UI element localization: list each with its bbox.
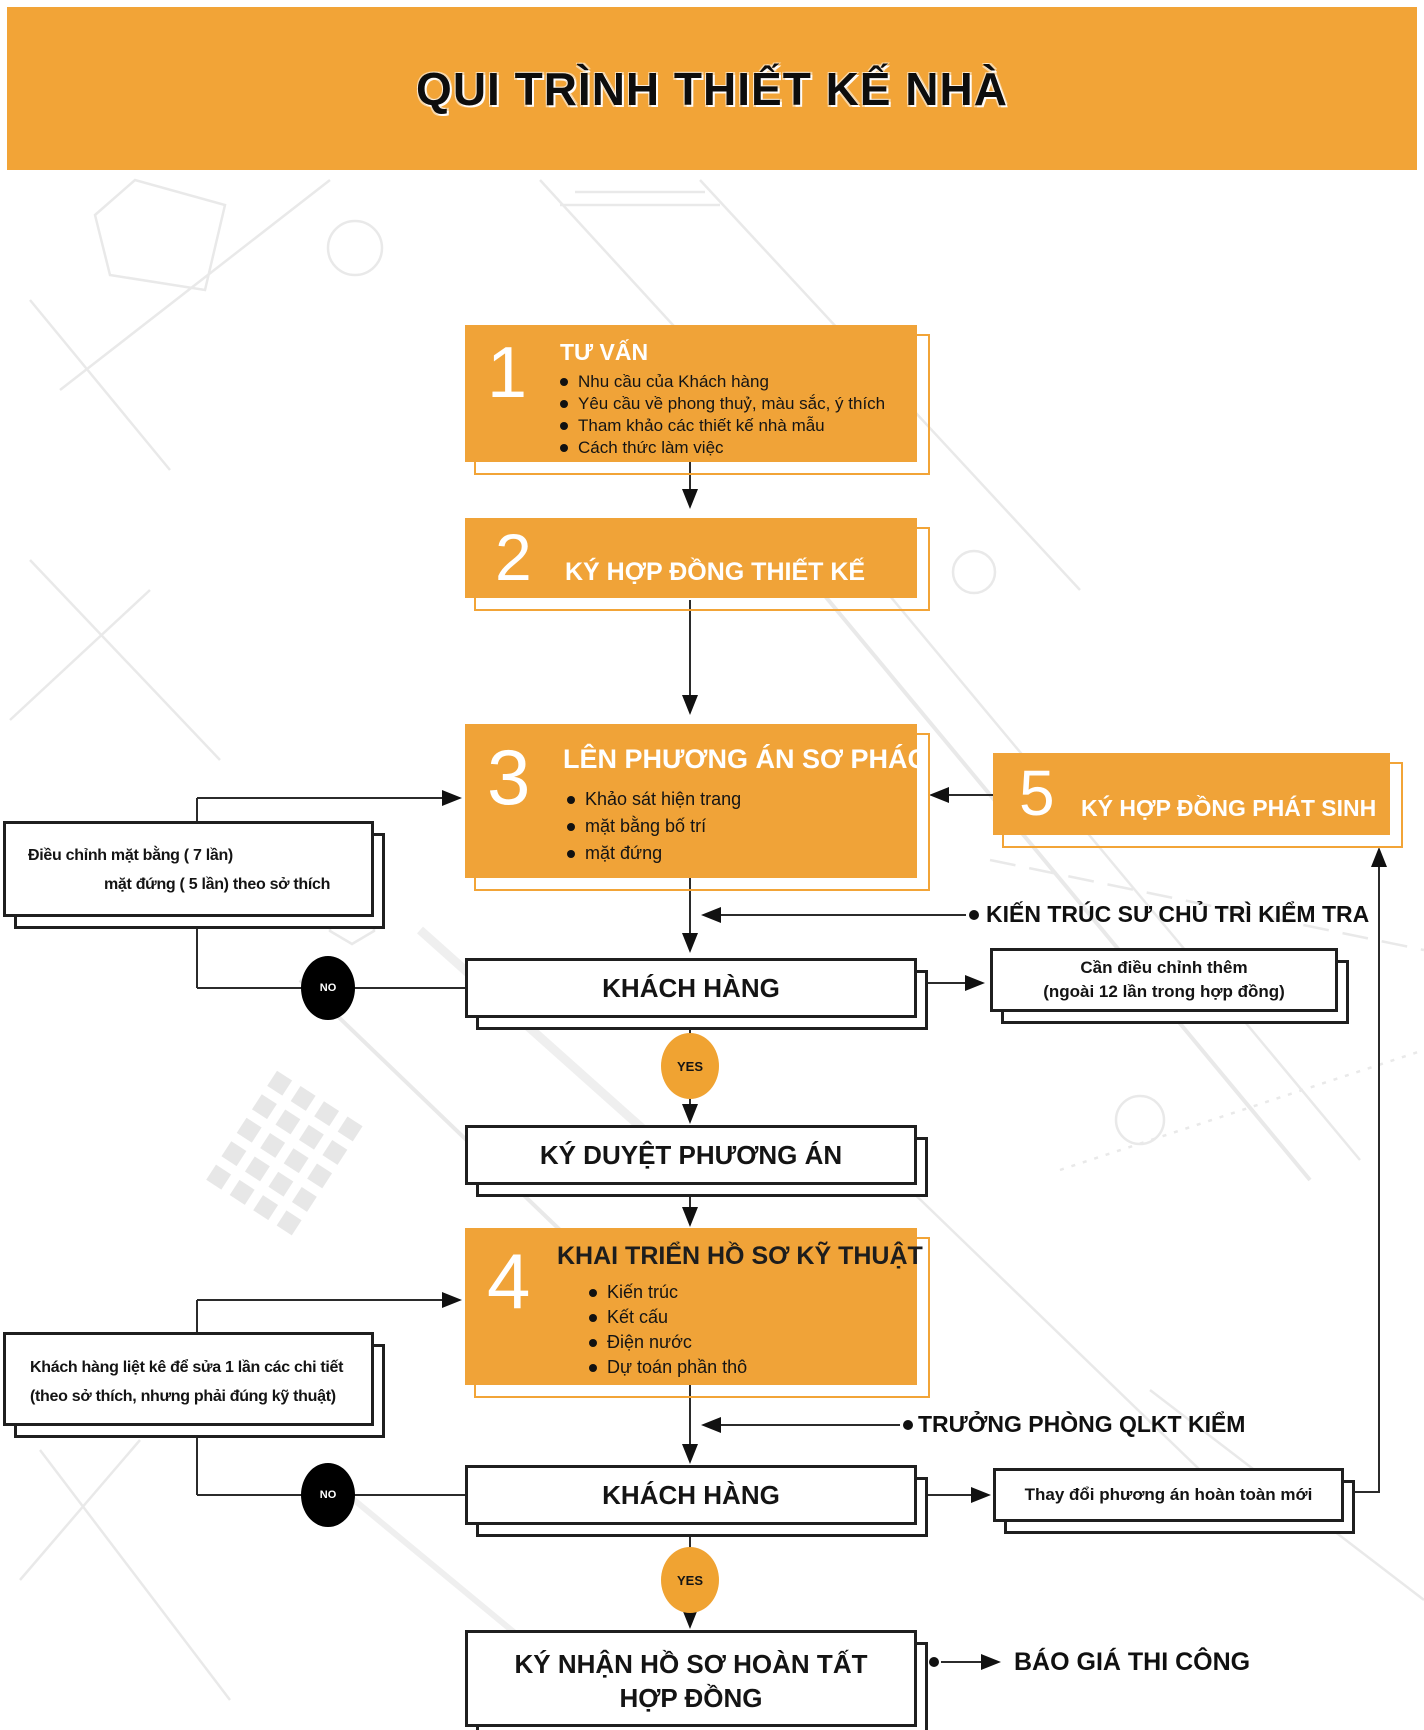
step-1-bullets: Nhu cầu của Khách hàng Yêu cầu về phong … [560, 371, 885, 459]
customer-1-box: KHÁCH HÀNG [465, 958, 928, 1030]
step-1-title: TƯ VẤN [560, 339, 649, 365]
bullet-icon [560, 444, 568, 452]
bullet-icon [589, 1363, 597, 1372]
step-3-bullet: mặt bằng bố trí [585, 816, 707, 836]
step-5-title: KÝ HỢP ĐỒNG PHÁT SINH [1081, 795, 1377, 821]
step-1-bullet: Nhu cầu của Khách hàng [578, 372, 769, 391]
step-4-box: 4 KHAI TRIỂN HỒ SƠ KỸ THUẬT Kiến trúc Kế… [465, 1228, 930, 1398]
bullet-icon [560, 422, 568, 430]
quote-label: BÁO GIÁ THI CÔNG [1014, 1648, 1251, 1676]
step-3-number: 3 [487, 733, 531, 821]
bullet-icon [589, 1313, 597, 1322]
arrow-change-step5 [1344, 847, 1387, 1493]
page-title: QUI TRÌNH THIẾT KẾ NHÀ [416, 62, 1008, 115]
extra-adjust-line2: (ngoài 12 lần trong hợp đồng) [1043, 982, 1285, 1001]
step-2-number: 2 [495, 520, 532, 594]
step-3-bullets: Khảo sát hiện trang mặt bằng bố trí mặt … [567, 786, 741, 867]
step-1-bullet: Tham khảo các thiết kế nhà mẫu [578, 416, 825, 435]
no-1-badge: NO [301, 956, 355, 1020]
bullet-icon [567, 795, 575, 804]
bullet-icon [567, 822, 575, 831]
step-4-bullet: Dự toán phần thô [607, 1357, 748, 1377]
step-1-bullet: Yêu cầu về phong thuỷ, màu sắc, ý thích [578, 394, 886, 413]
change-plan-box: Thay đổi phương án hoàn toàn mới [993, 1468, 1355, 1534]
yes-1-badge: YES [661, 1033, 719, 1099]
bullet-icon [560, 378, 568, 386]
adjust-note-line1: Điều chỉnh mặt bằng ( 7 lần) [28, 847, 233, 864]
architect-check-label: KIẾN TRÚC SƯ CHỦ TRÌ KIỂM TRA [986, 901, 1370, 927]
extra-adjust-box: Cần điều chỉnh thêm (ngoài 12 lần trong … [990, 948, 1349, 1024]
blueprint-building-grid [206, 1070, 363, 1236]
no-2-badge: NO [301, 1463, 355, 1527]
step-4-bullets: Kiến trúc Kết cấu Điện nước Dự toán phần… [589, 1280, 747, 1380]
customer-2-label: KHÁCH HÀNG [602, 1479, 780, 1510]
step-3-title: LÊN PHƯƠNG ÁN SƠ PHÁC [563, 744, 927, 774]
step-3-box: 3 LÊN PHƯƠNG ÁN SƠ PHÁC Khảo sát hiện tr… [465, 724, 930, 891]
final-line2: HỢP ĐỒNG [619, 1683, 763, 1713]
customer-2-box: KHÁCH HÀNG [465, 1465, 928, 1537]
bullet-icon [589, 1338, 597, 1347]
step-2-box: 2 KÝ HỢP ĐỒNG THIẾT KẾ [465, 518, 930, 611]
customer-1-label: KHÁCH HÀNG [602, 972, 780, 1003]
customer-list-note-line2: (theo sở thích, nhưng phải đúng kỹ thuật… [30, 1388, 336, 1405]
step-3-bullet: mặt đứng [585, 843, 663, 863]
step-4-bullet: Kết cấu [607, 1307, 669, 1327]
final-box: KÝ NHẬN HỒ SƠ HOÀN TẤT HỢP ĐỒNG [465, 1630, 928, 1730]
step-3-bullet: Khảo sát hiện trang [585, 789, 742, 809]
extra-adjust-line1: Cần điều chỉnh thêm [1080, 958, 1248, 977]
adjust-note-box: Điều chỉnh mặt bằng ( 7 lần) mặt đứng ( … [3, 821, 385, 929]
step-1-box: 1 TƯ VẤN Nhu cầu của Khách hàng Yêu cầu … [465, 325, 930, 475]
qlkt-check-label: TRƯỞNG PHÒNG QLKT KIỂM [918, 1411, 1246, 1437]
change-plan-label: Thay đổi phương án hoàn toàn mới [1024, 1485, 1313, 1504]
bullet-icon [560, 400, 568, 408]
step-1-bullet: Cách thức làm việc [578, 438, 724, 457]
bullet-icon [589, 1288, 597, 1297]
step-4-title: KHAI TRIỂN HỒ SƠ KỸ THUẬT [557, 1242, 923, 1270]
qlkt-bullet-dot [903, 1420, 913, 1430]
bullet-icon [567, 849, 575, 858]
customer-list-note-line1: Khách hàng liệt kê để sửa 1 lần các chi … [30, 1359, 344, 1376]
final-line1: KÝ NHẬN HỒ SƠ HOÀN TẤT [514, 1649, 868, 1679]
step-4-number: 4 [487, 1237, 531, 1325]
step-4-bullet: Kiến trúc [607, 1282, 679, 1302]
header-banner: QUI TRÌNH THIẾT KẾ NHÀ [7, 7, 1417, 170]
yes-2-badge: YES [661, 1547, 719, 1613]
adjust-note-line2: mặt đứng ( 5 lần) theo sở thích [104, 876, 331, 893]
step-5-number: 5 [1019, 757, 1055, 829]
step-5-box: 5 KÝ HỢP ĐỒNG PHÁT SINH [993, 753, 1403, 848]
step-1-number: 1 [487, 333, 528, 413]
quote-bullet-dot [929, 1657, 939, 1667]
architect-bullet-dot [969, 910, 979, 920]
approve-box: KÝ DUYỆT PHƯƠNG ÁN [465, 1125, 928, 1197]
step-2-title: KÝ HỢP ĐỒNG THIẾT KẾ [565, 558, 866, 586]
customer-list-note-box: Khách hàng liệt kê để sửa 1 lần các chi … [3, 1332, 385, 1438]
approve-label: KÝ DUYỆT PHƯƠNG ÁN [539, 1139, 843, 1170]
step-4-bullet: Điện nước [607, 1332, 692, 1352]
